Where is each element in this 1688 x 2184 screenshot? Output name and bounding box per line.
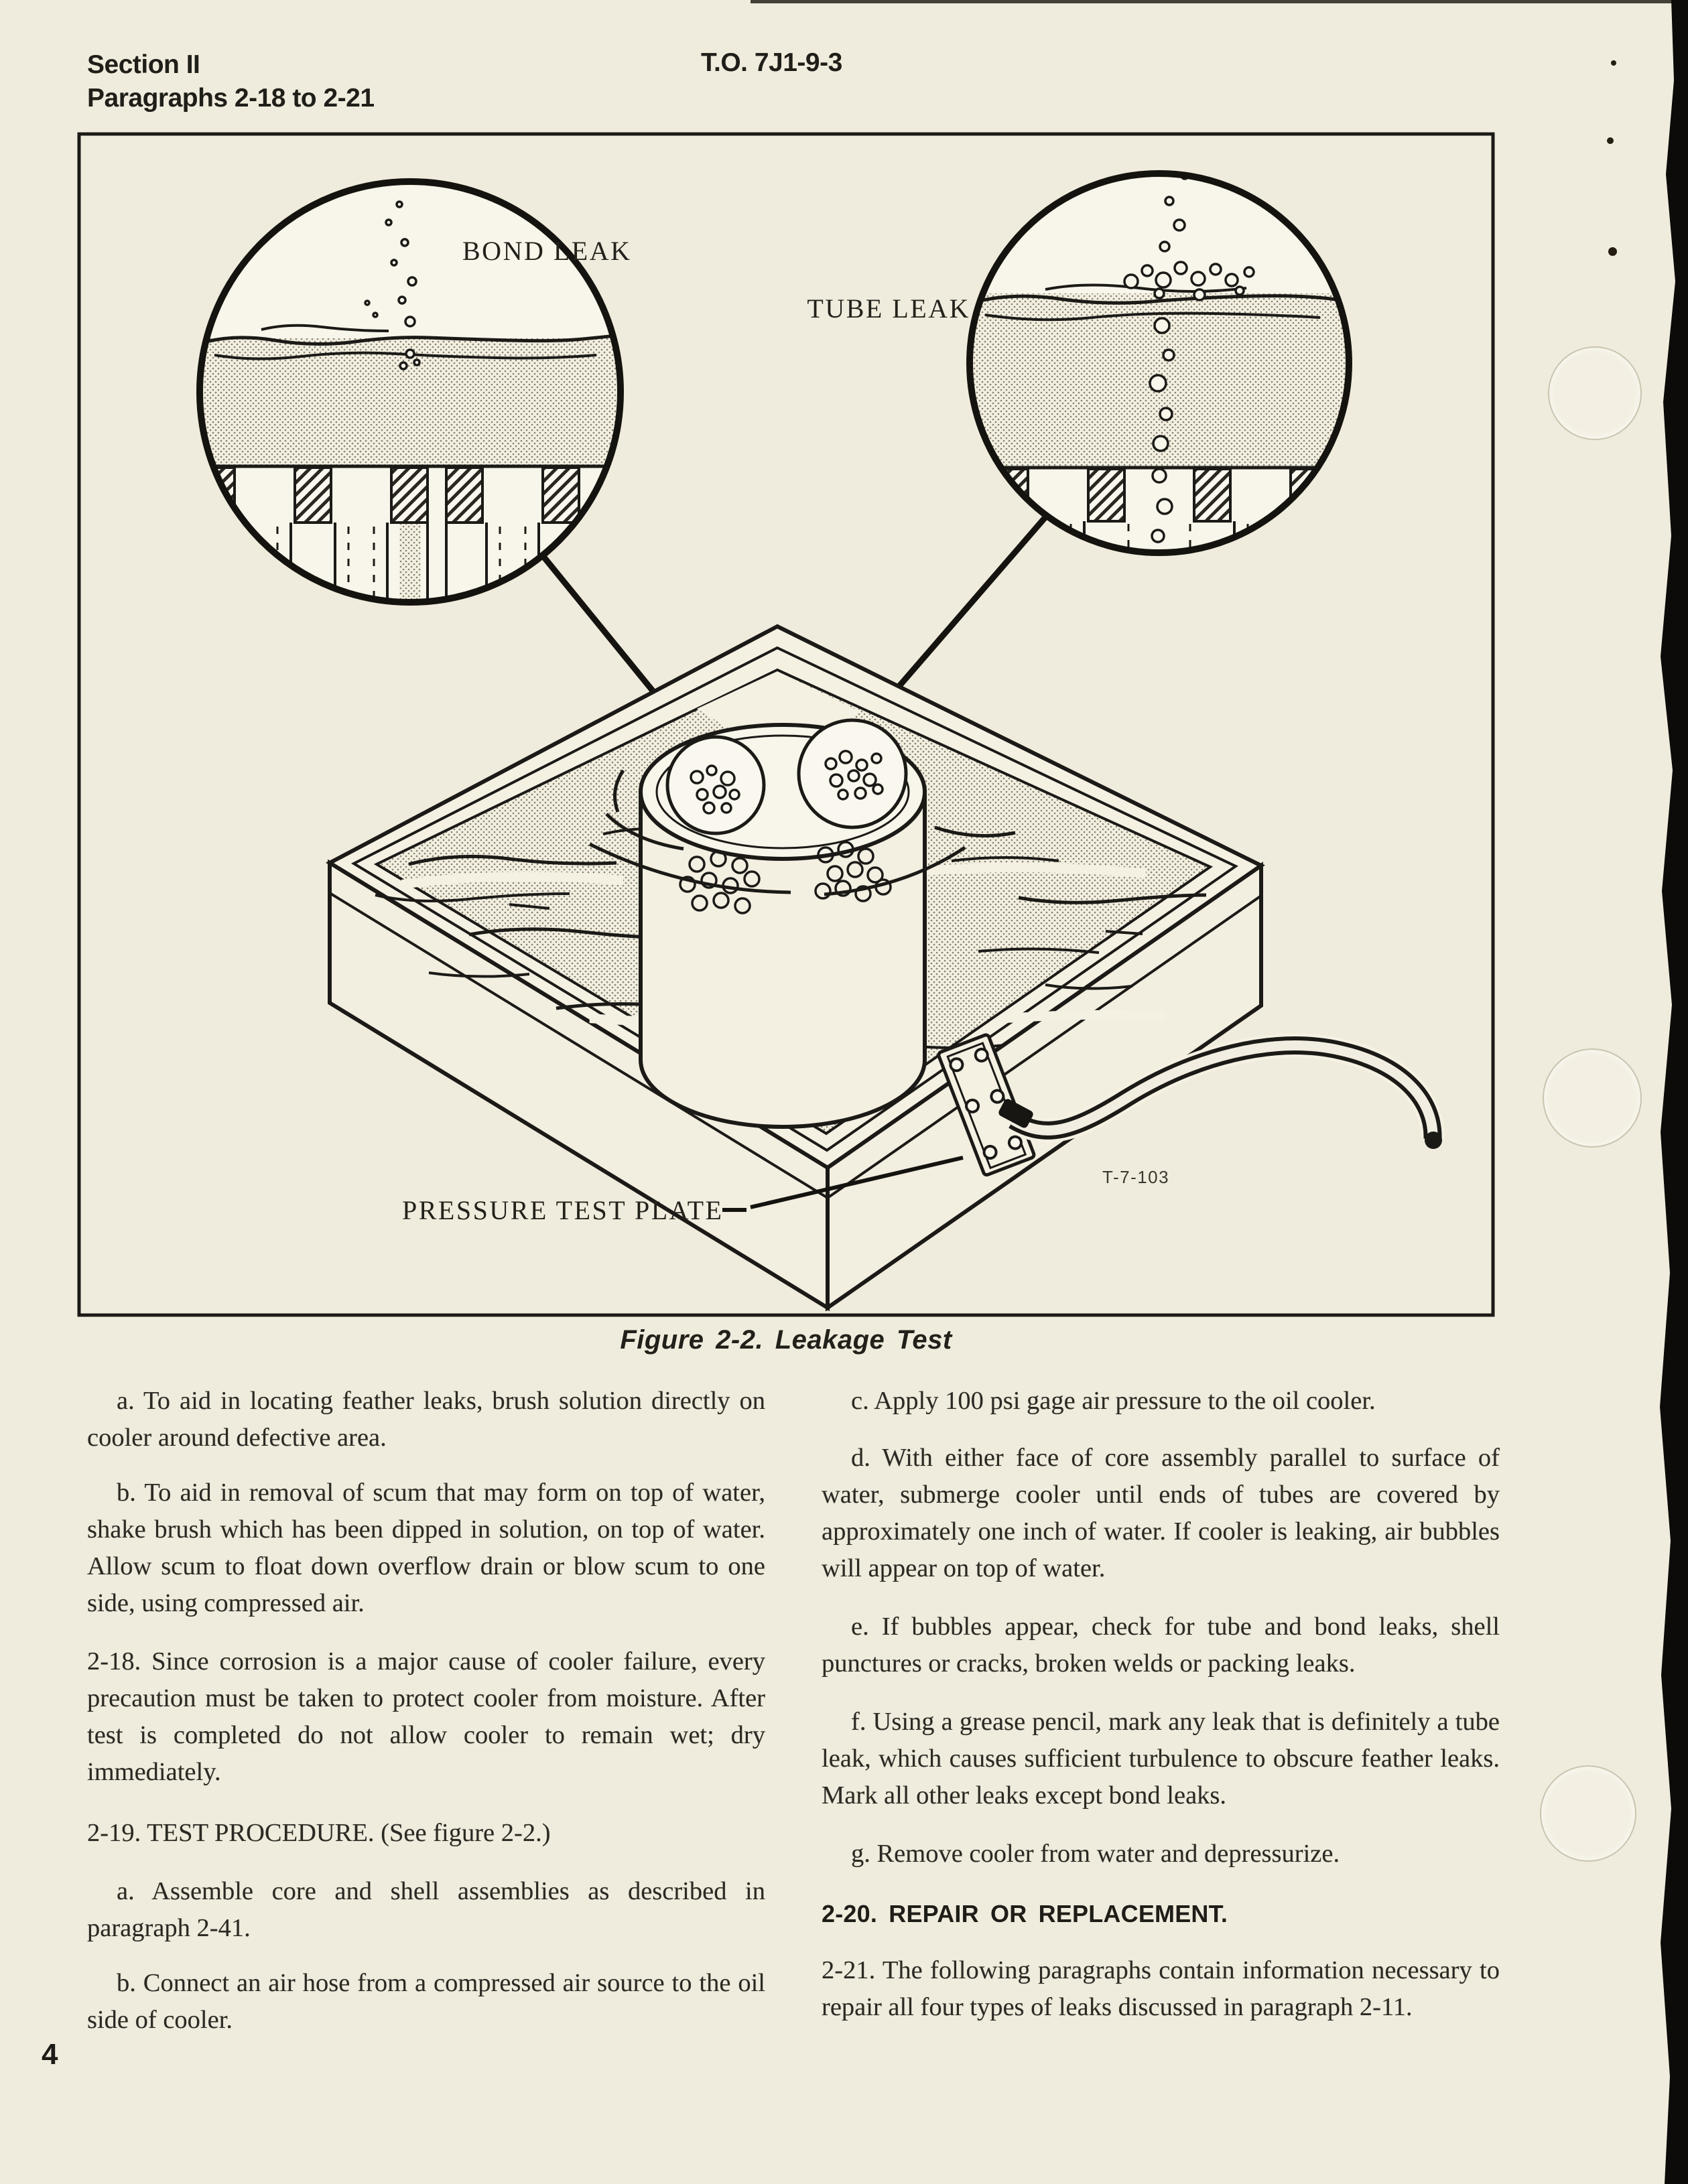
punch-hole-top — [1548, 346, 1642, 440]
inset-tube-leak: TUBE LEAK — [807, 170, 1352, 556]
cooler-top-bubbles — [690, 750, 884, 815]
text-column-right: c. Apply 100 psi gage air pressure to th… — [822, 1383, 1500, 2044]
oil-cooler — [588, 718, 1016, 1129]
ink-speck — [1607, 137, 1614, 144]
page-number: 4 — [42, 2038, 58, 2071]
air-hose — [998, 1033, 1445, 1149]
paragraph-2-18: 2-18. Since corrosion is a major cause o… — [87, 1647, 765, 1786]
figure-drawing-number: T-7-103 — [1102, 1167, 1169, 1187]
paragraph-e: e. If bubbles appear, check for tube and… — [822, 1613, 1500, 1678]
bond-leak-circle — [196, 178, 624, 606]
heading-2-20: 2-20. REPAIR OR REPLACEMENT. — [822, 1900, 1228, 1927]
splash-arcs — [588, 769, 1016, 896]
paragraph-f: f. Using a grease pencil, mark any leak … — [822, 1708, 1500, 1810]
paragraph-b1: b. To aid in removal of scum that may fo… — [87, 1479, 765, 1617]
tank-rim-inner — [350, 646, 1238, 1152]
scan-top-edge — [751, 0, 1688, 3]
ink-speck — [1611, 60, 1616, 66]
bond-leak-label: BOND LEAK — [462, 236, 631, 266]
bond-leak-bubbles — [364, 200, 421, 370]
paragraph-range: Paragraphs 2-18 to 2-21 — [87, 84, 375, 113]
paragraph-a2: a. Assemble core and shell assemblies as… — [87, 1877, 765, 1942]
test-tank-drawing: PRESSURE TEST PLATE T-7-103 — [325, 624, 1445, 1312]
text-column-left: a. To aid in locating feather leaks, bru… — [87, 1383, 765, 2057]
paragraph-d: d. With either face of core assembly par… — [822, 1444, 1500, 1582]
paragraph-g: g. Remove cooler from water and depressu… — [851, 1840, 1340, 1868]
inset-bond-leak: BOND LEAK — [196, 178, 631, 606]
paragraph-2-21: 2-21. The following paragraphs contain i… — [822, 1956, 1500, 2021]
pressure-test-plate-callout: PRESSURE TEST PLATE — [402, 1156, 964, 1225]
water-surface-lines — [200, 324, 621, 360]
page-header-section: Section II Paragraphs 2-18 to 2-21 — [87, 48, 375, 115]
punch-hole-bottom — [1540, 1765, 1636, 1862]
ink-speck — [1608, 247, 1617, 256]
tank-wall-right — [826, 862, 1263, 1312]
paragraph-a1: a. To aid in locating feather leaks, bru… — [87, 1387, 765, 1452]
hose-end — [1425, 1132, 1442, 1149]
paragraph-2-19: 2-19. TEST PROCEDURE. (See figure 2-2.) — [87, 1819, 551, 1847]
figure-border — [77, 132, 1495, 1317]
tube-leak-circle — [966, 170, 1352, 556]
water-surface-lines — [971, 283, 1341, 322]
pressure-test-plate-label: PRESSURE TEST PLATE — [402, 1195, 723, 1225]
punch-hole-middle — [1543, 1048, 1642, 1148]
tube-leak-bubbles — [1149, 317, 1175, 543]
section-title: Section II — [87, 50, 200, 79]
pressure-test-plate — [937, 1033, 1036, 1177]
hose-connector — [998, 1099, 1033, 1128]
figure-caption: Figure 2-2. Leakage Test — [620, 1325, 952, 1355]
turbulence-left — [665, 735, 766, 835]
paragraph-c: c. Apply 100 psi gage air pressure to th… — [851, 1387, 1376, 1415]
technical-order-number: T.O. 7J1-9-3 — [701, 48, 842, 77]
paragraph-b2: b. Connect an air hose from a compressed… — [87, 1969, 765, 2034]
tube-leak-label: TUBE LEAK — [807, 293, 970, 324]
